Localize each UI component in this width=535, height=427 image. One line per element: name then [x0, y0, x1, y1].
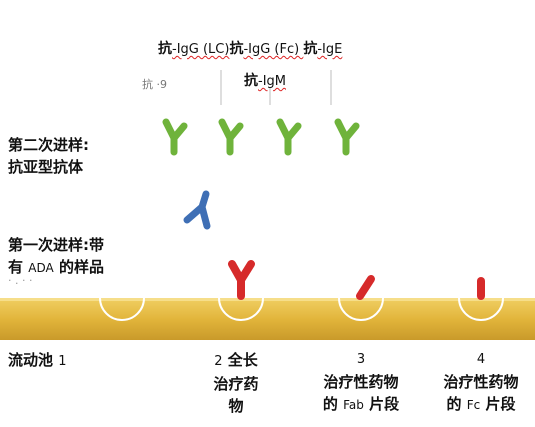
- flow-cell-circles: [99, 297, 504, 321]
- anti-ige-label: 抗-IgE: [303, 41, 343, 57]
- blue-antibody: [183, 190, 211, 230]
- green-antibodies: [162, 118, 360, 156]
- first-injection-label: 第一次进样:带 有 ADA 的样品: [8, 236, 104, 276]
- cell-circle-2: [218, 297, 264, 321]
- flow-cell-label: 流动池 1: [8, 351, 67, 369]
- cell-circle-3: [338, 297, 384, 321]
- green-antibody-2: [218, 118, 244, 156]
- cell-3-label: 3 治疗性药物 的 Fab 片段: [322, 352, 400, 413]
- connector-lines: [220, 70, 332, 105]
- anti-igg-lc-label: 抗-IgG (LC): [158, 41, 230, 57]
- cell-2-label: 2 全长 治疗药 物: [213, 351, 259, 415]
- green-antibody-3: [276, 118, 302, 156]
- antibody-label-row1: 抗-IgG (LC)抗-IgG (Fc) 抗-IgE: [158, 38, 342, 58]
- faded-label-ghost: 抗 ·9: [142, 77, 167, 91]
- green-antibody-1: [162, 118, 188, 156]
- red-full-drug: [228, 260, 255, 300]
- cell-circle-4: [458, 297, 504, 321]
- green-antibody-4: [334, 118, 360, 156]
- cell-circle-1: [99, 297, 145, 321]
- anti-igm-label: 抗-IgM: [244, 73, 286, 89]
- sensor-surface: [0, 298, 535, 340]
- second-injection-label: 第二次进样: 抗亚型抗体: [8, 136, 89, 176]
- faded-surface-ghost: · . · ·: [8, 274, 32, 287]
- red-fab-fragment: [356, 275, 375, 300]
- anti-igg-fc-label: 抗-IgG (Fc): [229, 41, 304, 57]
- cell-4-label: 4 治疗性药物 的 Fc 片段: [443, 352, 519, 413]
